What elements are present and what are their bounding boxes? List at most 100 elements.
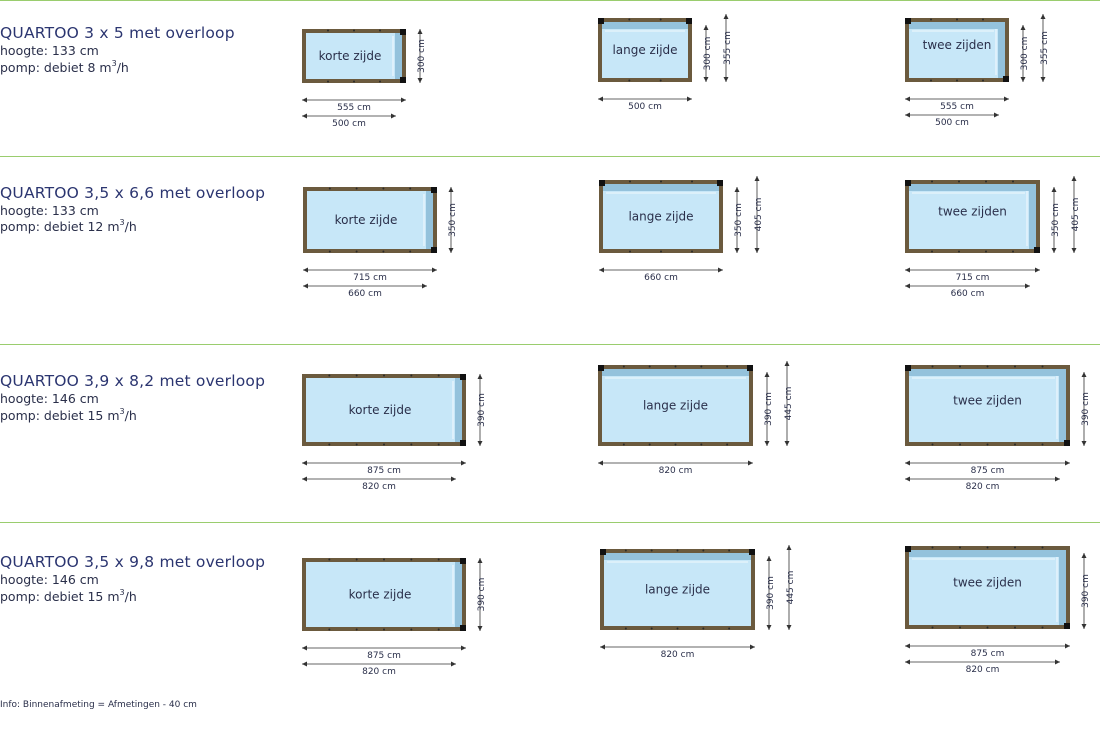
pool-both-width-arrow-head (905, 96, 910, 102)
model-height: hoogte: 133 cm (0, 203, 99, 218)
pool-both-dim-arrow-head (1081, 624, 1087, 629)
pool-long-post (702, 627, 705, 630)
pool-both-width-arrow-head (905, 460, 910, 466)
pool-short-post (382, 187, 385, 190)
pool-long-dim-arrow-head (784, 441, 790, 446)
pool-both-post (986, 626, 989, 629)
pool-both-overflow-top (909, 22, 1005, 29)
model-title: QUARTOO 3 x 5 met overloop (0, 24, 235, 42)
pool-short-dim-arrow-head (417, 78, 423, 83)
pool-long-post (700, 443, 703, 446)
pool-short-post (410, 374, 413, 377)
pool-long-width-label: 500 cm (628, 102, 662, 112)
pool-both-post (985, 250, 987, 253)
pool-long-corner (686, 18, 692, 24)
pool-short-width-label: 555 cm (337, 103, 371, 113)
pool-short-overflow-side (455, 562, 462, 627)
pool-short-overflow-side (426, 191, 433, 249)
pool-short-post (437, 374, 440, 377)
pool-both-post (956, 79, 958, 82)
pool-short-width-label: 715 cm (353, 273, 387, 283)
pool-short-post (409, 250, 412, 253)
pool-both-post (956, 18, 958, 21)
pump-superscript: 3 (119, 588, 125, 597)
pool-long-width-label: 660 cm (644, 273, 678, 283)
pool-long-post (660, 250, 662, 253)
pool-short-corner (460, 558, 466, 564)
pump-unit: /h (124, 589, 137, 604)
pool-short-width-arrow-head (391, 113, 396, 119)
pool-both-water (909, 550, 1066, 625)
row-separator (0, 156, 1100, 157)
pool-long-dim-arrow-head (766, 556, 772, 561)
pool-short-post (437, 628, 440, 631)
pool-long-water (602, 369, 749, 442)
pool-both-dim-label: 300 cm (1020, 37, 1030, 71)
pool-both-width-arrow-head (994, 112, 999, 118)
pool-long-dim-label: 405 cm (754, 198, 764, 232)
pool-short-water (306, 378, 462, 442)
model-pump: pomp: debiet 12 m3/h (0, 219, 137, 235)
pool-both-post (959, 626, 961, 629)
pool-long-width-arrow-head (600, 644, 605, 650)
model-pump: pomp: debiet 15 m3/h (0, 589, 137, 605)
pool-long-corner (598, 365, 604, 371)
pool-long-post (674, 443, 677, 446)
pool-long-overflow-top (603, 184, 719, 191)
pool-long-post (629, 180, 631, 183)
pool-long-dim-label: 350 cm (734, 203, 744, 237)
pool-both-post (931, 180, 933, 183)
model-height: hoogte: 146 cm (0, 572, 99, 587)
pool-long-post (624, 627, 627, 630)
pool-both-overflow-top (909, 184, 1036, 191)
pool-short-width-arrow-head (461, 460, 466, 466)
pool-long-corner (749, 549, 755, 555)
pool-both-post (931, 546, 934, 549)
pool-short-post (328, 250, 331, 253)
model-pump: pomp: debiet 8 m3/h (0, 60, 129, 76)
pool-long-post (628, 18, 631, 21)
pool-both-overflow-top (909, 369, 1066, 376)
model-pump: pomp: debiet 15 m3/h (0, 408, 137, 424)
pool-both-dim-label: 355 cm (1040, 31, 1050, 65)
pool-long-water (604, 553, 751, 626)
pool-long-overflow-top (602, 369, 749, 376)
pool-short-label: korte zijde (319, 49, 382, 63)
pool-long-post (676, 627, 679, 630)
pool-long-width-arrow-head (598, 96, 603, 102)
pool-both-post (1041, 443, 1044, 446)
pool-long-post (726, 443, 729, 446)
pool-both-width-label: 660 cm (951, 289, 985, 299)
pump-superscript: 3 (111, 59, 117, 68)
pool-short-post (327, 80, 329, 83)
pool-short-post (437, 443, 440, 446)
pool-long-post (629, 250, 631, 253)
pool-short-label: korte zijde (335, 213, 398, 227)
pool-long-post (648, 365, 651, 368)
pool-long-dim-arrow-head (703, 25, 709, 30)
pool-both-post (986, 365, 989, 368)
pool-both-width-arrow-head (905, 643, 910, 649)
pool-both-label: twee zijden (953, 394, 1022, 408)
pool-long-dim-arrow-head (754, 248, 760, 253)
pool-short-dim-arrow-head (417, 29, 423, 34)
pool-both-width-label: 820 cm (966, 665, 1000, 675)
pool-short-post (353, 29, 355, 32)
pool-long-post (650, 549, 653, 552)
pump-unit: /h (124, 408, 137, 423)
pool-long-dim-label: 390 cm (764, 392, 774, 426)
pool-short-width-arrow-head (302, 645, 307, 651)
pool-long-width-label: 820 cm (661, 650, 695, 660)
pool-both-post (931, 626, 934, 629)
pool-long-dim-arrow-head (764, 441, 770, 446)
pump-text: pomp: debiet 8 m (0, 60, 112, 75)
pool-long-post (622, 443, 625, 446)
pool-both-post (1041, 365, 1044, 368)
pool-both-width-arrow-head (905, 267, 910, 273)
pool-long-label: lange zijde (645, 583, 710, 597)
pool-both-overflow-side (1059, 550, 1066, 625)
pool-long-post (728, 549, 731, 552)
pool-short-post (328, 443, 331, 446)
pump-text: pomp: debiet 12 m (0, 219, 120, 234)
pool-short-width-arrow-head (302, 97, 307, 103)
